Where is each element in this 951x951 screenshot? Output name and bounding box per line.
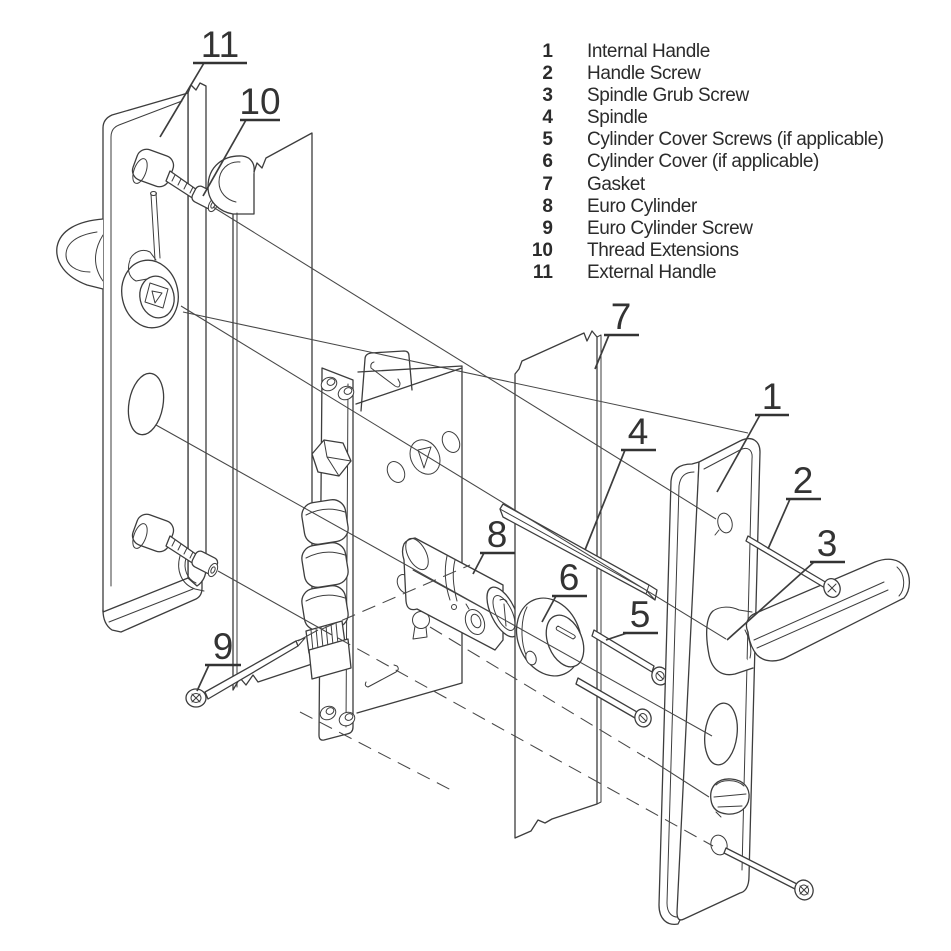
- legend-item-number: 3: [542, 85, 553, 107]
- part-2-handle-screws: [723, 535, 841, 901]
- projection-lines: [155, 206, 749, 847]
- callout-1: 1: [716, 376, 789, 493]
- callout-number: 3: [817, 523, 838, 564]
- callout-7: 7: [594, 296, 639, 370]
- callout-3: 3: [726, 523, 845, 641]
- legend-item-number: 5: [542, 129, 553, 151]
- legend-item: 6 Cylinder Cover (if applicable): [520, 151, 884, 173]
- callout-6: 6: [541, 557, 587, 623]
- part-4-spindle: [499, 503, 658, 601]
- callout-4: 4: [584, 411, 656, 551]
- callout-5: 5: [605, 594, 658, 641]
- legend-item-label: Spindle: [587, 107, 648, 129]
- lock-case: [301, 350, 463, 741]
- callout-number: 10: [239, 81, 280, 122]
- legend-item: 10 Thread Extensions: [520, 240, 884, 262]
- legend-item-label: External Handle: [587, 261, 717, 283]
- legend-item-number: 2: [542, 63, 553, 85]
- legend-item: 1 Internal Handle: [520, 41, 884, 63]
- part-5-cylinder-cover-screws: [575, 629, 669, 728]
- legend-item: 8 Euro Cylinder: [520, 196, 884, 218]
- legend-item-label: Internal Handle: [587, 41, 710, 62]
- callout-2: 2: [767, 460, 821, 550]
- legend-item-label: Euro Cylinder Screw: [587, 217, 753, 239]
- legend-item-label: Gasket: [587, 173, 645, 195]
- mid-backplate: [207, 132, 313, 691]
- legend-item-label: Spindle Grub Screw: [587, 85, 749, 107]
- legend-item-label: Handle Screw: [587, 63, 701, 85]
- legend-item: 3 Spindle Grub Screw: [520, 85, 884, 107]
- legend-item-number: 10: [531, 239, 553, 261]
- part-10-thread-extensions: [131, 148, 219, 578]
- part-11-external-handle: [56, 82, 207, 633]
- callout-number: 1: [762, 376, 783, 417]
- part-7-gasket: [514, 330, 602, 839]
- legend-item: 5 Cylinder Cover Screws (if applicable): [520, 129, 884, 151]
- legend-item-label: Cylinder Cover Screws (if applicable): [587, 129, 884, 151]
- callout-number: 2: [793, 460, 814, 501]
- legend-item-number: 4: [542, 107, 553, 129]
- legend-item: 9 Euro Cylinder Screw: [520, 218, 884, 240]
- callout-number: 7: [611, 296, 632, 337]
- callout-8: 8: [472, 514, 515, 575]
- callout-number: 5: [630, 594, 651, 635]
- callout-9: 9: [196, 626, 241, 692]
- callout-number: 11: [201, 24, 239, 65]
- callouts: 11 10 7 1 2 3 4 8: [159, 24, 845, 692]
- legend-item-label: Euro Cylinder: [587, 195, 697, 217]
- legend-item-number: 6: [542, 151, 553, 173]
- legend-item-label: Thread Extensions: [587, 239, 739, 261]
- callout-number: 6: [559, 557, 580, 598]
- legend-item: 11 External Handle: [520, 262, 884, 284]
- part-1-internal-handle: [658, 437, 911, 925]
- legend-item-number: 7: [542, 173, 553, 195]
- part-9-euro-cylinder-screw: [185, 637, 306, 708]
- legend-item-number: 8: [542, 195, 553, 217]
- legend-item: 7 Gasket: [520, 174, 884, 196]
- legend: 1 Internal Handle 2 Handle Screw 3 Spindle …: [520, 41, 884, 284]
- legend-item: 4 Spindle: [520, 107, 884, 129]
- legend-item: 2 Handle Screw: [520, 63, 884, 85]
- legend-item-number: 11: [532, 261, 553, 283]
- legend-item-number: 9: [542, 217, 553, 239]
- callout-10: 10: [202, 81, 281, 197]
- legend-item-label: Cylinder Cover (if applicable): [587, 151, 819, 173]
- callout-number: 4: [628, 411, 649, 452]
- callout-number: 9: [213, 626, 234, 667]
- part-6-cylinder-cover: [515, 597, 585, 677]
- callout-11: 11: [159, 24, 247, 138]
- callout-number: 8: [487, 514, 508, 555]
- legend-item-number: 1: [542, 41, 553, 62]
